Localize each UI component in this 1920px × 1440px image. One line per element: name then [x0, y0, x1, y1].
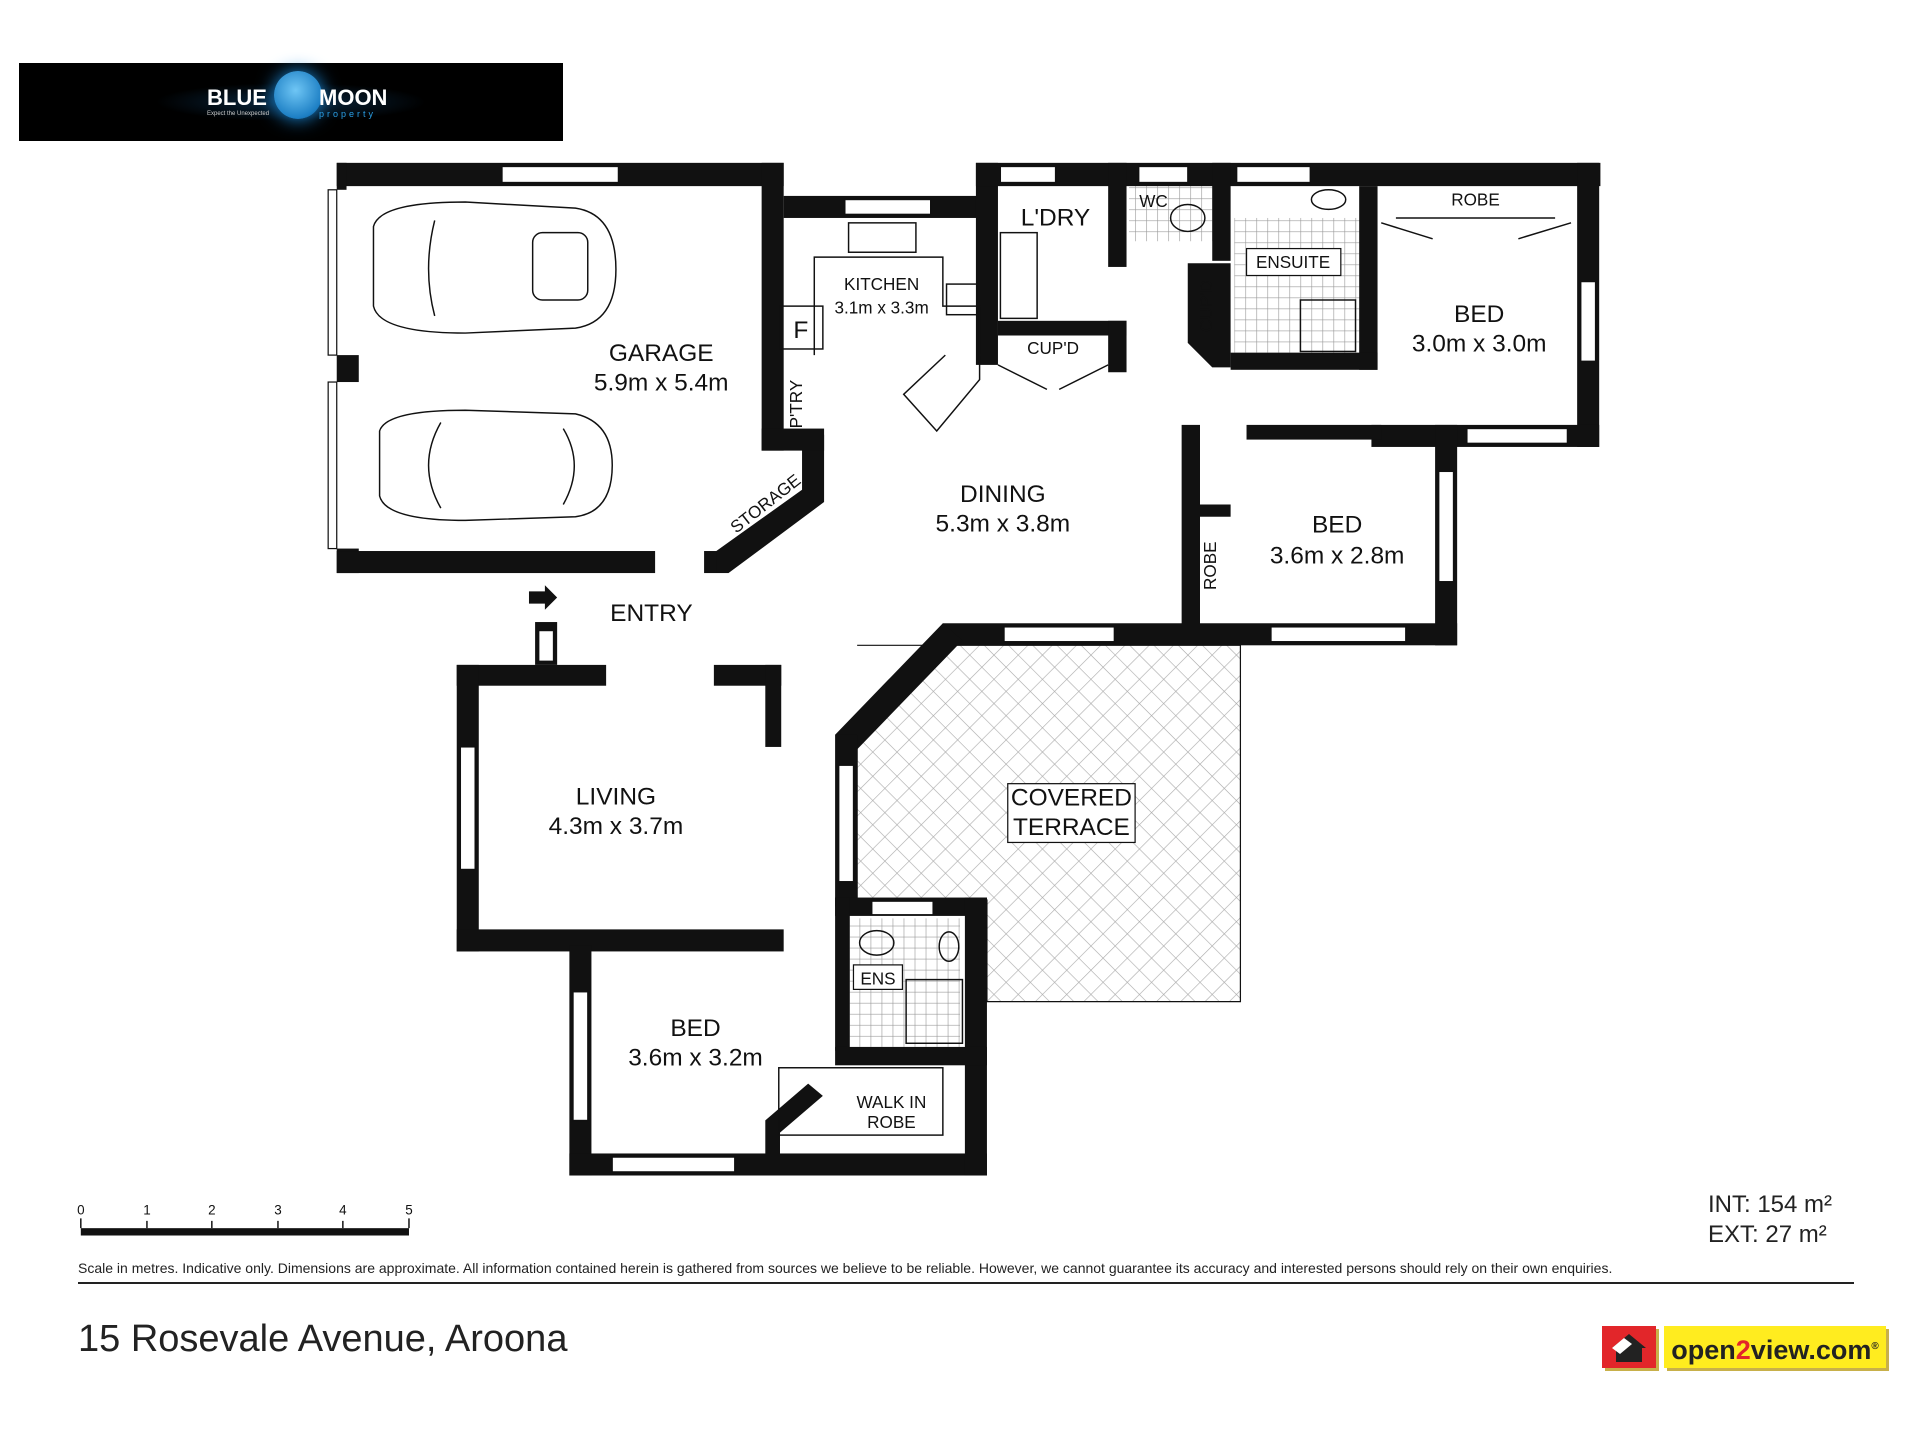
kitchen-label: KITCHEN [844, 274, 919, 294]
scale-bar: 0 1 2 3 4 5 [77, 1203, 413, 1236]
garage-size: 5.9m x 5.4m [594, 370, 729, 397]
internal-area: INT: 154 m² [1708, 1191, 1833, 1218]
scale-tick: 5 [405, 1203, 412, 1218]
area-summary: INT: 154 m² EXT: 27 m² [1708, 1190, 1832, 1250]
ensuite-label: ENSUITE [1256, 252, 1330, 272]
living-label: LIVING [576, 783, 656, 810]
windows [327, 165, 1597, 1173]
scale-tick: 1 [143, 1203, 150, 1218]
moon-icon [274, 71, 322, 119]
car-icon [372, 201, 617, 334]
walkin-robe-label-2: ROBE [867, 1112, 916, 1132]
living-size: 4.3m x 3.7m [549, 813, 684, 840]
brand-text: open [1671, 1335, 1736, 1365]
open2view-logo: open2view.com® [1602, 1326, 1892, 1368]
dining-label: DINING [960, 481, 1046, 508]
scale-tick: 3 [274, 1203, 281, 1218]
bed3-label: BED [670, 1015, 720, 1042]
logo-tagline: Expect the Unexpected [207, 111, 270, 117]
scale-tick: 2 [208, 1203, 215, 1218]
external-area: EXT: 27 m² [1708, 1221, 1827, 1248]
dining-size: 5.3m x 3.8m [936, 510, 1071, 537]
registered-mark: ® [1871, 1341, 1879, 1352]
cupboard-label-2: CUP'D [1196, 280, 1216, 332]
bed2-robe-label: ROBE [1200, 541, 1220, 590]
wc-label: WC [1139, 191, 1168, 211]
divider [78, 1282, 1854, 1284]
disclaimer: Scale in metres. Indicative only. Dimens… [78, 1260, 1613, 1276]
cupboard-label: CUP'D [1027, 338, 1079, 358]
garage-label: GARAGE [609, 340, 714, 367]
bed2-label: BED [1312, 512, 1362, 539]
kitchen-size: 3.1m x 3.3m [835, 297, 929, 317]
terrace-label: COVERED [1011, 785, 1132, 812]
ensuite-tiles [1234, 217, 1363, 353]
logo-text-left: BLUE [207, 85, 267, 110]
pantry-label: P'TRY [786, 379, 806, 428]
scale-tick: 0 [77, 1203, 84, 1218]
ens-label: ENS [860, 968, 895, 988]
property-address: 15 Rosevale Avenue, Aroona [78, 1318, 568, 1360]
bed2-size: 3.6m x 2.8m [1270, 542, 1405, 569]
walkin-robe-label: WALK IN [857, 1092, 927, 1112]
robe-label: ROBE [1451, 190, 1500, 210]
house-icon [1602, 1326, 1656, 1368]
entry-label: ENTRY [610, 600, 693, 627]
room-labels: GARAGE 5.9m x 5.4m KITCHEN 3.1m x 3.3m F… [549, 190, 1547, 1132]
scale-tick: 4 [339, 1203, 347, 1218]
logo-sub: property [319, 109, 377, 119]
fridge-label: F [793, 317, 808, 344]
terrace-label-2: TERRACE [1013, 814, 1130, 841]
brand-text-2: view.com [1750, 1335, 1872, 1365]
fixtures [372, 189, 1572, 1136]
bed3-size: 3.6m x 3.2m [628, 1044, 763, 1071]
master-bed-size: 3.0m x 3.0m [1412, 330, 1547, 357]
entry-arrow-icon [528, 585, 558, 610]
laundry-label: L'DRY [1021, 204, 1090, 231]
car-icon [378, 409, 613, 522]
logo-text-right: MOON [319, 85, 388, 110]
blue-moon-logo: BLUE MOON Expect the Unexpected property [19, 63, 563, 141]
brand-two: 2 [1735, 1335, 1751, 1365]
master-bed-label: BED [1454, 301, 1504, 328]
